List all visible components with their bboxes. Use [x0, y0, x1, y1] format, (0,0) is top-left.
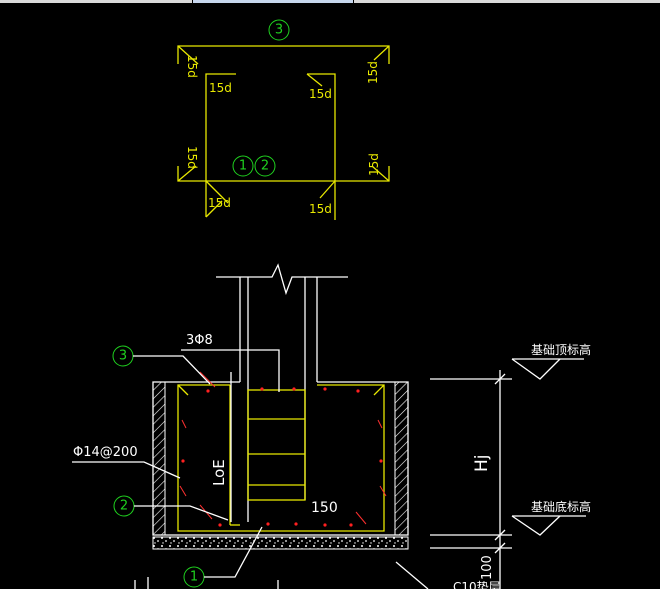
plan-rebar-outline [177, 45, 390, 220]
height-label: Hj [472, 454, 492, 472]
plan-mark-3-label: 3 [275, 23, 283, 38]
section-mark-3[interactable]: 3 [112, 345, 211, 385]
offset-dim-label: 150 [311, 500, 338, 516]
side-hatch-left [152, 381, 166, 536]
cushion-layer [152, 536, 409, 550]
cushion-leader: C10垫层 [134, 561, 501, 589]
rebar-dots [181, 387, 383, 527]
stirrup-note-label: 3Φ8 [186, 333, 213, 348]
slab-rebar [177, 384, 385, 532]
section-mark-1[interactable]: 1 [183, 526, 263, 588]
cushion-dim-label: 100 [480, 555, 495, 580]
slab-rebar-note-label: Φ14@200 [73, 445, 138, 460]
tab-left[interactable] [0, 0, 192, 3]
top-elevation-label: 基础顶标高 [531, 342, 591, 357]
hook-label-top-right: 15d [366, 61, 380, 84]
plan-mark-3[interactable]: 3 [268, 19, 290, 41]
hook-label-mid-right: 15d [367, 153, 381, 176]
anchor-length-dim: LoE [210, 372, 232, 522]
hook-label-top-left: 15d [185, 55, 199, 78]
stirrups [247, 389, 306, 501]
cushion-note-label: C10垫层 [453, 579, 501, 589]
plan-mark-2[interactable]: 2 [254, 155, 276, 177]
section-mark-2-label: 2 [120, 499, 128, 514]
section-mark-3-label: 3 [119, 349, 127, 364]
plan-mark-1-label: 1 [239, 159, 247, 174]
slab-rebar-note: Φ14@200 [72, 445, 181, 479]
cad-drawing-canvas[interactable]: 3 1 2 15d 15d 15d 15d 15d 15d 15d 15d [0, 3, 660, 589]
plan-mark-1[interactable]: 1 [232, 155, 254, 177]
tab-right [354, 0, 660, 3]
hook-label-bottom-right: 15d [309, 202, 332, 216]
bottom-elevation-label: 基础底标高 [531, 499, 591, 514]
elevation-dims: Hj 100 [430, 370, 512, 589]
section-view: 3 3Φ8 Φ14@200 2 1 LoE [72, 263, 591, 589]
foundation-outline [152, 381, 409, 536]
top-elevation-marker[interactable]: 基础顶标高 [511, 342, 591, 380]
plan-mark-2-label: 2 [261, 159, 269, 174]
window-tab-strip [0, 0, 660, 3]
hook-label-inner-right: 15d [309, 87, 332, 101]
section-mark-2[interactable]: 2 [113, 495, 229, 521]
side-hatch-right [394, 381, 409, 536]
bottom-elevation-marker[interactable]: 基础底标高 [511, 499, 591, 536]
rebar-bends [179, 371, 387, 525]
hook-label-mid-left: 15d [185, 146, 199, 169]
plan-view: 3 1 2 15d 15d 15d 15d 15d 15d 15d 15d [177, 19, 390, 220]
stirrup-note: 3Φ8 [181, 333, 280, 392]
anchor-length-label: LoE [210, 459, 228, 486]
hook-label-inner-left: 15d [209, 81, 232, 95]
column-stub [216, 263, 348, 522]
hook-label-bottom-left: 15d [208, 196, 231, 210]
section-mark-1-label: 1 [190, 570, 198, 585]
tab-active[interactable] [193, 0, 353, 3]
